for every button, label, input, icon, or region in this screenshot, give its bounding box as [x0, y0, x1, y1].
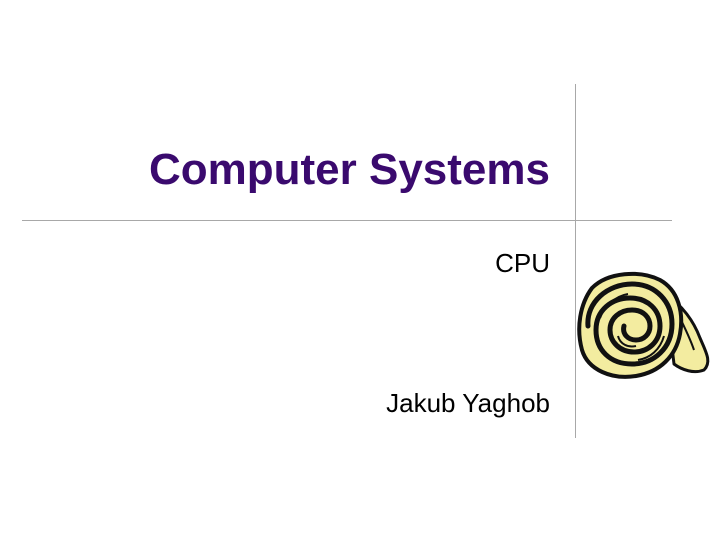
- vertical-divider: [575, 84, 576, 438]
- slide-subtitle-author: Jakub Yaghob: [386, 388, 550, 418]
- slide-subtitle-topic: CPU: [495, 248, 550, 278]
- slide-title: Computer Systems: [148, 145, 550, 194]
- scroll-clipart-icon: [577, 271, 710, 379]
- horizontal-divider: [22, 220, 672, 221]
